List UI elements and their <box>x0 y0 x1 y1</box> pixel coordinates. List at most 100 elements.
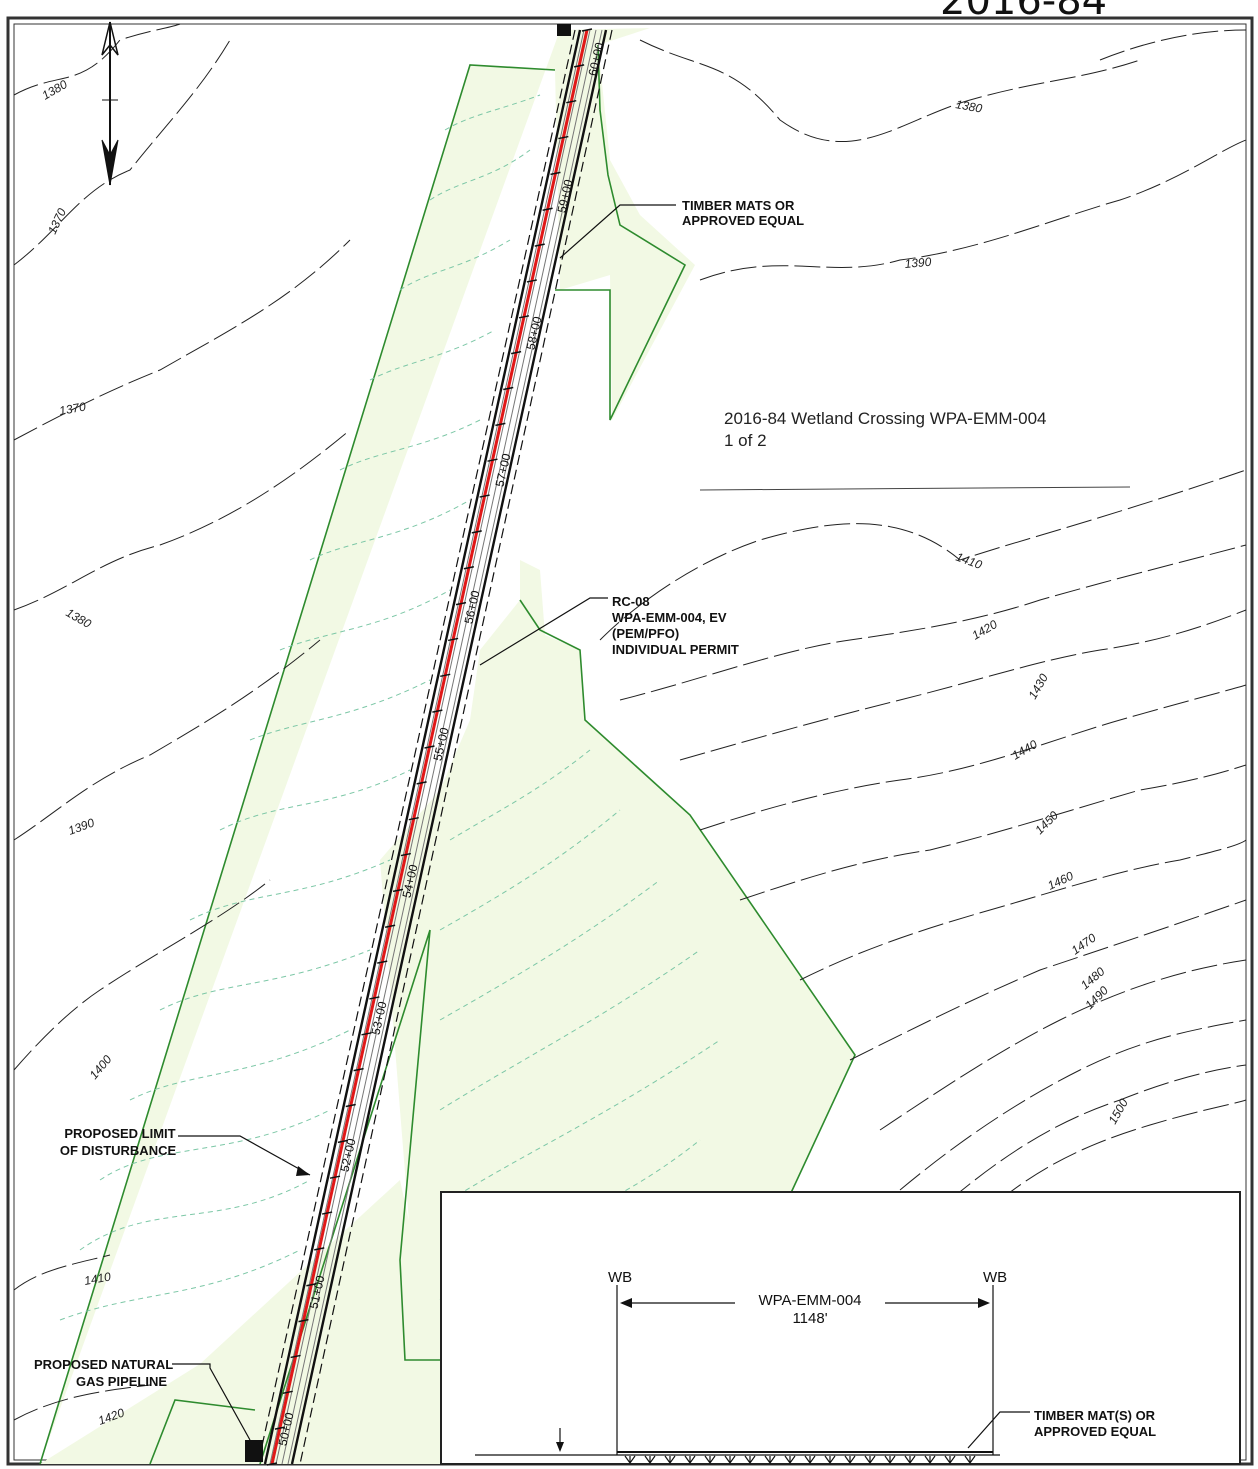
station-tick <box>573 64 585 68</box>
station-tick <box>503 386 514 391</box>
station-tick <box>463 566 475 570</box>
timber-mat-symbol <box>724 1455 736 1465</box>
callout-wetland-line1: RC-08 <box>612 594 650 609</box>
profile-detail-inset: WB WB WPA-EMM-004 1148' TIMBER MAT(S) OR… <box>440 1191 1241 1465</box>
callout-pipeline-line1: PROPOSED NATURAL <box>34 1357 173 1372</box>
station-tick <box>306 1283 317 1287</box>
timber-mat-symbol <box>824 1455 836 1465</box>
contour-label: 1380 <box>64 605 94 631</box>
station-tick <box>408 816 419 821</box>
contour-label: 1420 <box>970 617 1000 643</box>
station-tick <box>526 279 538 283</box>
contour-label: 1410 <box>954 550 984 572</box>
contour-label: 1370 <box>45 206 69 236</box>
timber-mat-symbol <box>664 1455 676 1465</box>
callout-lod-line2: OF DISTURBANCE <box>60 1143 177 1158</box>
callout-wetland-line4: INDIVIDUAL PERMIT <box>612 642 739 657</box>
station-tick <box>471 530 482 534</box>
timber-mat-symbol <box>844 1455 856 1465</box>
station-tick <box>337 1139 349 1144</box>
station-tick <box>416 781 427 785</box>
station-tick <box>329 1175 341 1179</box>
timber-mat-symbol <box>744 1455 756 1465</box>
station-ticks <box>266 28 593 1466</box>
timber-mat-symbol <box>804 1455 816 1465</box>
contour-label: 1440 <box>1010 737 1040 763</box>
wetland-area <box>40 28 855 1464</box>
topographic-contours <box>13 23 1247 1421</box>
station-tick <box>345 1103 356 1108</box>
callout-timber-mats-line2: APPROVED EQUAL <box>682 213 804 228</box>
title-underline <box>699 486 1131 491</box>
contour-label: 1390 <box>904 255 932 271</box>
station-tick <box>314 1247 325 1251</box>
timber-mat-symbol <box>884 1455 896 1465</box>
timber-mat-symbol <box>924 1455 936 1465</box>
detail-wb-right: WB <box>983 1269 1007 1286</box>
callout-proposed-pipeline: PROPOSED NATURAL GAS PIPELINE <box>34 1357 251 1441</box>
callout-wetland-line2: WPA-EMM-004, EV <box>612 610 727 625</box>
timber-mat-symbol <box>964 1455 976 1465</box>
station-tick <box>361 1032 372 1036</box>
station-tick <box>266 1462 278 1466</box>
station-tick <box>542 207 553 211</box>
timber-mat-symbol <box>944 1455 956 1465</box>
pipeline-corridor <box>257 29 613 1465</box>
contour-label: 1380 <box>40 77 70 103</box>
station-tick <box>282 1390 293 1395</box>
handwritten-tag: 2016-84 <box>940 0 1107 24</box>
timber-mat-symbols <box>624 1455 976 1465</box>
station-tick <box>392 888 404 893</box>
sheet-number: 1 of 2 <box>724 431 767 450</box>
callout-pipeline-line2: GAS PIPELINE <box>76 1374 167 1389</box>
station-tick <box>447 637 459 642</box>
detail-wetland-name: WPA-EMM-004 <box>758 1292 861 1309</box>
station-tick <box>353 1067 364 1072</box>
timber-mat-symbol <box>644 1455 656 1465</box>
contour-label: 1500 <box>1105 1096 1131 1126</box>
callout-timber-mats-line1: TIMBER MATS OR <box>682 198 795 213</box>
station-tick <box>274 1426 286 1430</box>
detail-timber-label-line1: TIMBER MAT(S) OR <box>1034 1408 1156 1423</box>
contour-label: 1450 <box>1032 808 1061 837</box>
station-tick <box>550 171 561 176</box>
station-tick <box>369 996 380 1000</box>
detail-timber-label-line2: APPROVED EQUAL <box>1034 1424 1156 1439</box>
pipeline-end-marker-bottom <box>245 1440 263 1462</box>
contour-label: 1390 <box>66 815 96 837</box>
station-tick <box>479 494 490 498</box>
contour-label: 1410 <box>83 1269 112 1287</box>
contour-label: 1380 <box>954 97 983 115</box>
north-arrow-icon <box>101 21 119 186</box>
station-tick <box>455 601 467 606</box>
station-tick <box>298 1318 309 1323</box>
station-tick <box>510 350 522 355</box>
detail-length: 1148' <box>792 1310 827 1327</box>
station-tick <box>566 99 577 104</box>
wetland-boundary <box>39 44 856 1465</box>
station-tick <box>400 852 412 857</box>
station-tick <box>518 315 530 319</box>
detail-wb-left: WB <box>608 1269 632 1286</box>
station-tick <box>384 924 396 928</box>
sheet-title: 2016-84 Wetland Crossing WPA-EMM-004 <box>724 409 1047 428</box>
pipeline-end-marker-top <box>557 24 571 36</box>
station-tick <box>290 1354 301 1359</box>
contour-label: 1370 <box>58 399 87 417</box>
timber-mat-symbol <box>624 1455 636 1465</box>
callout-wetland-id: RC-08 WPA-EMM-004, EV (PEM/PFO) INDIVIDU… <box>479 594 739 666</box>
timber-mat-symbol <box>764 1455 776 1465</box>
timber-mat-symbol <box>784 1455 796 1465</box>
contour-label: 1430 <box>1025 671 1051 701</box>
timber-mat-symbol <box>704 1455 716 1465</box>
callout-limit-of-disturbance: PROPOSED LIMIT OF DISTURBANCE <box>60 1126 311 1176</box>
station-tick <box>377 960 388 964</box>
contour-label: 1400 <box>87 1052 115 1082</box>
station-tick <box>581 28 593 32</box>
callout-lod-line1: PROPOSED LIMIT <box>64 1126 175 1141</box>
station-tick <box>487 458 498 462</box>
station-tick <box>534 243 545 247</box>
callout-wetland-line3: (PEM/PFO) <box>612 626 679 641</box>
timber-mat-symbol <box>684 1455 696 1465</box>
station-tick <box>432 709 443 713</box>
